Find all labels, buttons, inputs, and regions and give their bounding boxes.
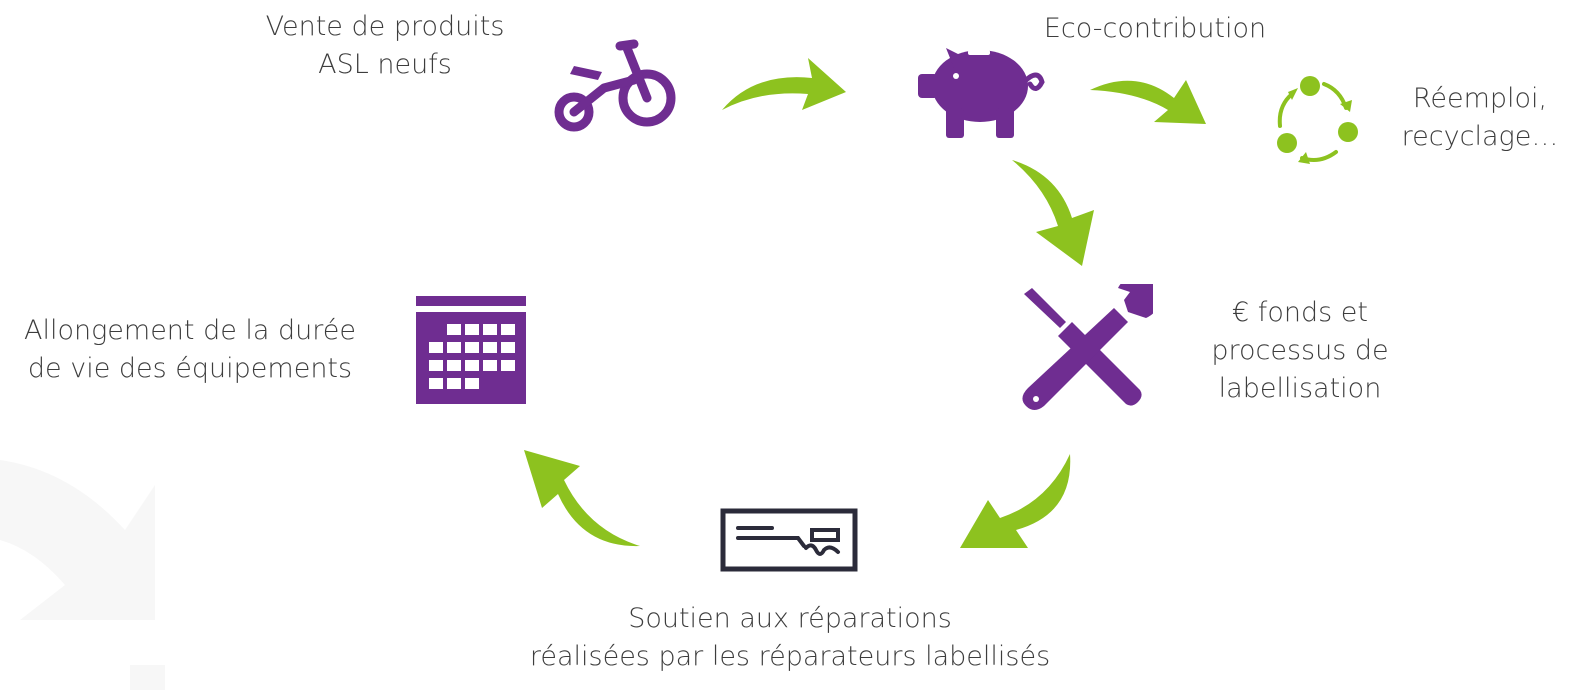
background-arrow-decoration	[0, 460, 165, 690]
arrow-tools-to-cheque	[960, 454, 1071, 548]
cheque-icon	[720, 508, 858, 572]
calendar-icon	[416, 296, 526, 404]
label-eco-contribution: Eco-contribution	[1043, 13, 1267, 44]
label-vente-produits: Vente de produits ASL neufs	[265, 11, 505, 80]
arrow-piggy-to-recycle	[1090, 80, 1206, 124]
arrow-piggy-to-tools	[1012, 160, 1094, 266]
label-allongement-duree: Allongement de la durée de vie des équip…	[23, 315, 357, 384]
label-soutien-reparations: Soutien aux réparations réalisées par le…	[529, 603, 1051, 672]
tricycle-icon	[554, 39, 676, 132]
label-reemploi-recyclage: Réemploi, recyclage…	[1401, 83, 1559, 152]
cycle-arrows-icon	[1277, 76, 1358, 164]
label-fonds-labellisation: € fonds et processus de labellisation	[1211, 297, 1389, 404]
piggy-bank-icon	[918, 48, 1045, 138]
arrow-tricycle-to-piggy	[722, 58, 846, 110]
arrow-cheque-to-calendar	[524, 450, 640, 547]
tools-icon	[1022, 284, 1153, 410]
